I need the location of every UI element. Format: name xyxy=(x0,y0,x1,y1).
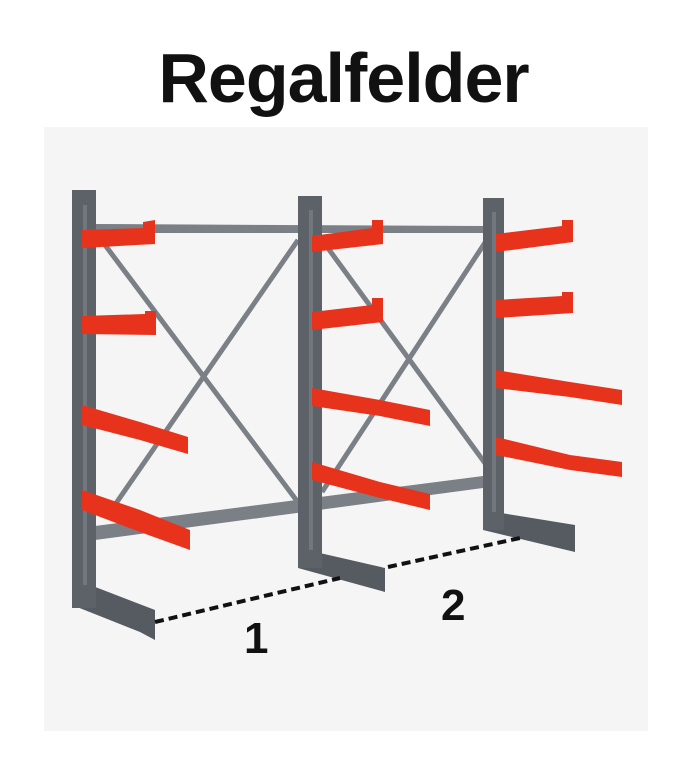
uprights xyxy=(72,190,504,608)
bay-dimension-lines xyxy=(154,536,521,624)
bay-label-2: 2 xyxy=(441,581,466,630)
upright-holes xyxy=(83,205,496,585)
arms xyxy=(82,220,622,550)
page-title: Regalfelder xyxy=(158,39,529,117)
bay-label-1: 1 xyxy=(244,614,269,663)
cross-braces xyxy=(103,233,493,514)
